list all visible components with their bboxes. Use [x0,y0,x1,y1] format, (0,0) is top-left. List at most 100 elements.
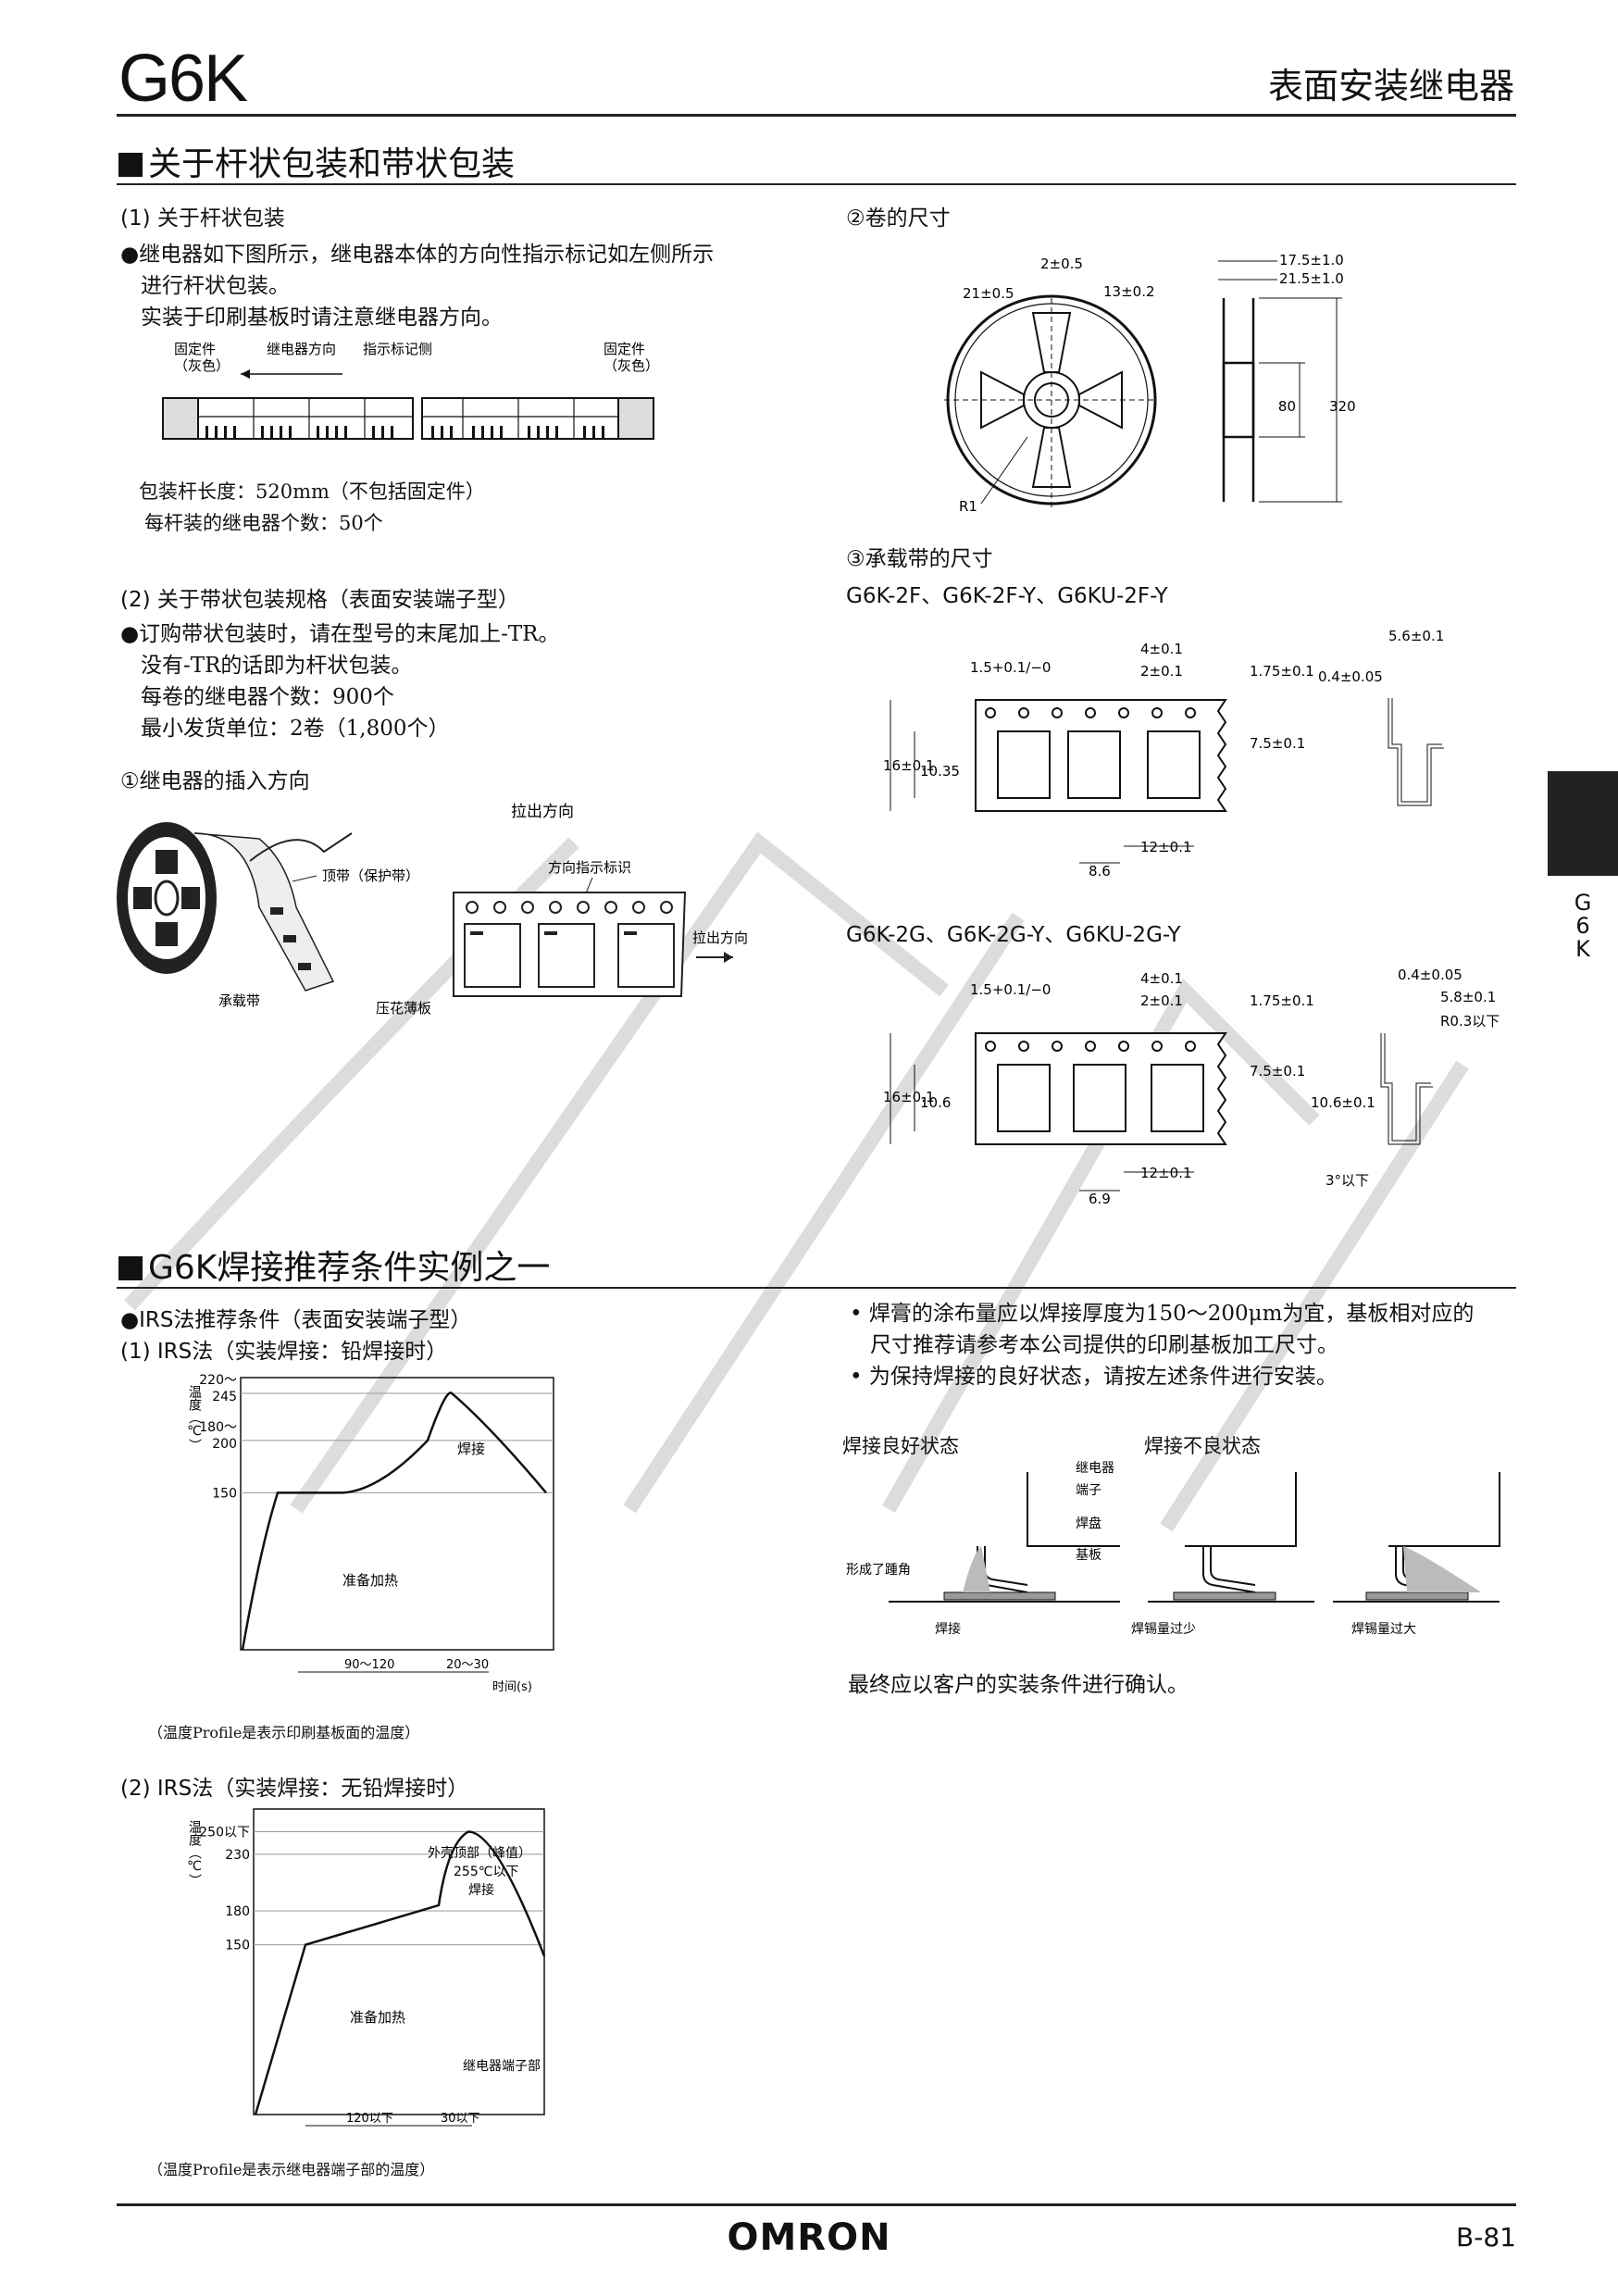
tape-dim: 10.35 [920,763,960,780]
arrow-head-icon [241,369,250,379]
tape-dim: R0.3以下 [1440,1013,1500,1029]
tape-dim: 8.6 [1089,863,1111,880]
chart1-xlabel: 时间(s) [492,1680,532,1694]
tape-dim: 10.6±0.1 [1311,1094,1375,1111]
chart1-preheat-label: 准备加热 [342,1572,398,1589]
reel-dim: 80 [1278,398,1296,415]
sub1-title: (1) 关于杆状包装 [120,206,285,231]
chart1-ylabel: 温度（℃） [187,1385,202,1452]
chart2-peak1: 外壳顶部（峰值） [428,1845,531,1861]
confirm-note: 最终应以客户的实装条件进行确认。 [848,1673,1189,1697]
solder-label: 焊锡量过少 [1131,1622,1196,1637]
section1-title-text: 关于杆状包装和带状包装 [148,145,516,183]
tape-dim: 12±0.1 [1140,1165,1192,1181]
chart1-ytick: 245 [212,1390,237,1404]
chart2-ytick: 180 [225,1904,250,1919]
tape-dim: 0.4±0.05 [1398,968,1462,983]
chart2-curve [254,1830,546,2115]
emboss-label: 压花薄板 [376,1000,431,1017]
category-title: 表面安装继电器 [1267,66,1514,106]
tape-dim: 3°以下 [1326,1172,1369,1189]
good-title: 焊接良好状态 [842,1435,959,1457]
stick-length: 包装杆长度：520mm（不包括固定件） [139,480,485,503]
tape-dim: 2±0.1 [1140,663,1183,680]
sub1-text: ●继电器如下图所示，继电器本体的方向性指示标记如左侧所示 进行杆状包装。 实装于… [120,239,714,333]
reel-dimension-diagram: 2±0.5 21±0.5 13±0.2 R1 17.5±1.0 21.5±1.0… [944,252,1356,515]
tape-dim: 0.4±0.05 [1318,668,1383,685]
chart1-ytick: 200 [212,1437,237,1452]
stick-label: 继电器方向 [267,341,336,357]
chart1-note: （温度Profile是表示印刷基板面的温度） [148,1724,420,1741]
header-rule [117,114,1516,117]
chart2-ytick: 150 [225,1939,250,1953]
footer-rule [117,2203,1516,2206]
stick-label: 指示标记侧 [363,341,432,357]
dir-mark-label: 方向指示标识 [548,859,631,876]
sub2-title: (2) 关于带状包装规格（表面安装端子型） [120,588,519,612]
omron-logo: OMRON [727,2216,891,2259]
bullet-square-icon [118,1256,143,1280]
carrier-tape-diagram-a: 1.5+0.1/−0 4±0.1 2±0.1 1.75±0.1 16±0.1 1… [883,628,1444,880]
tape-dim: 12±0.1 [1140,839,1192,855]
tape-dim: 1.75±0.1 [1250,663,1314,680]
chart2-peak3: 焊接 [468,1882,494,1898]
tape-dim: 7.5±0.1 [1250,735,1305,752]
chart1-curve [241,1391,547,1651]
solder-label: 端子 [1076,1483,1101,1498]
reel-dim: 13±0.2 [1103,283,1155,300]
section1-rule [117,183,1516,185]
sub2-line: 每卷的继电器个数：900个 [141,685,394,709]
chart2-terminal: 继电器端子部 [463,2059,541,2074]
solder-label: 焊锡量过大 [1351,1622,1416,1637]
chart2: 温度（℃） 250以下 230 180 150 外壳顶部（峰值） 255℃以下 … [187,1808,546,2127]
solder-label: 焊接 [935,1621,961,1637]
tape-dim: 1.75±0.1 [1250,992,1314,1009]
section1-title: 关于杆状包装和带状包装 [118,137,515,185]
chart2-t1: 120以下 [346,2112,393,2126]
chart2-ytick: 230 [225,1848,250,1863]
insert-title: ①继电器的插入方向 [120,769,310,793]
chart2-peak2: 255℃以下 [454,1865,518,1879]
reel-dim: 21.5±1.0 [1279,270,1344,287]
sub1-line: ●继电器如下图所示，继电器本体的方向性指示标记如左侧所示 [120,243,715,267]
reel-dim: 2±0.5 [1040,256,1083,272]
chart2-ylabel: 温度（℃） [187,1820,202,1887]
stick-label: （灰色） [604,357,657,374]
solder-label: 形成了踵角 [846,1563,911,1578]
reel-icon [117,822,217,974]
chart1-ytick: 180～ [199,1420,237,1435]
sub1-line: 实装于印刷基板时请注意继电器方向。 [141,306,503,330]
tape-dim: 5.8±0.1 [1440,989,1496,1005]
tape-dim: 1.5+0.1/−0 [970,659,1051,676]
carrier-tape-diagram-b: 1.5+0.1/−0 4±0.1 2±0.1 1.75±0.1 16±0.1 1… [883,968,1500,1207]
irs-title: ●IRS法推荐条件（表面安装端子型） [120,1308,472,1332]
reel-dim: 21±0.5 [963,285,1014,302]
reel-dim: 320 [1329,398,1356,415]
pull-direction-label-2: 拉出方向 [692,930,748,946]
reel-dim: R1 [959,498,977,515]
chart2-note: （温度Profile是表示继电器端子部的温度） [148,2161,435,2178]
top-tape-label: 顶带（保护带） [322,867,419,884]
sub2-line: ●订购带状包装时，请在型号的末尾加上-TR。 [120,622,560,646]
solder-label: 焊盘 [1076,1516,1101,1531]
chart1: 温度（℃） 220～ 245 180～ 200 150 焊接 准备加热 90～1… [187,1373,554,1694]
section2-rule [117,1287,1516,1289]
chart1-t2: 20～30 [446,1658,489,1672]
stick-info: 包装杆长度：520mm（不包括固定件） 每杆装的继电器个数：50个 [139,476,485,539]
chart2-preheat: 准备加热 [350,2009,405,2026]
carrier-label: 承载带 [218,992,260,1009]
tape-dim: 10.6 [920,1094,951,1111]
tape-models-b: G6K-2G、G6K-2G-Y、G6KU-2G-Y [846,923,1181,947]
tape-dim: 2±0.1 [1140,992,1183,1009]
stick-package-diagram: 固定件 （灰色） 继电器方向 指示标记侧 固定件 （灰色） [162,341,657,440]
chart2-title: (2) IRS法（实装焊接：无铅焊接时） [120,1777,469,1801]
solder-condition-diagram: 继电器 端子 焊盘 基板 形成了踵角 焊接 焊锡量过少 焊锡量过大 [846,1461,1500,1637]
solder-label: 基板 [1076,1547,1101,1563]
chart1-title: (1) IRS法（实装焊接：铅焊接时） [120,1340,448,1364]
bad-title: 焊接不良状态 [1144,1435,1261,1457]
note-line: 尺寸推荐请参考本公司提供的印刷基板加工尺寸。 [870,1333,1338,1357]
tape-models-a: G6K-2F、G6K-2F-Y、G6KU-2F-Y [846,584,1168,608]
tape-dim: 4±0.1 [1140,970,1183,987]
carrier-tape-strip [453,892,687,997]
tape-dim: 7.5±0.1 [1250,1063,1305,1079]
